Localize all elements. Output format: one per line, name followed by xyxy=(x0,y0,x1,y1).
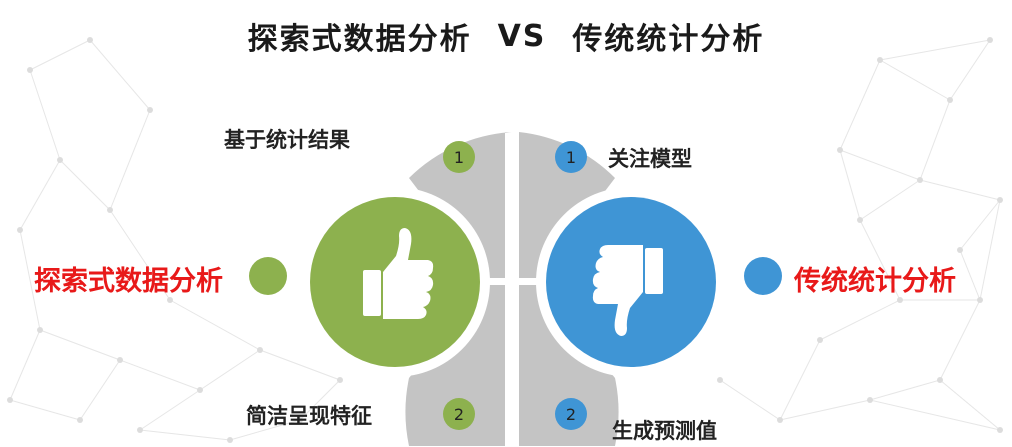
page-title: 探索式数据分析 VS 传统统计分析 xyxy=(0,14,1012,58)
left-side-dot xyxy=(249,257,287,295)
quadrant-bottom-left xyxy=(405,285,505,446)
left-badge-1: 1 xyxy=(443,141,475,173)
left-badge-1-number: 1 xyxy=(454,148,464,167)
left-badge-2: 2 xyxy=(443,398,475,430)
thumbs-up-icon xyxy=(363,228,434,319)
quadrant-bottom-right xyxy=(519,285,619,446)
quadrant-top-left xyxy=(409,132,512,278)
right-badge-1: 1 xyxy=(555,141,587,173)
right-side-dot xyxy=(744,257,782,295)
title-left: 探索式数据分析 xyxy=(247,22,472,57)
right-point-1-label: 关注模型 xyxy=(608,147,692,171)
title-vs: VS xyxy=(497,18,547,54)
left-method-label: 探索式数据分析 xyxy=(34,266,223,297)
right-badge-2: 2 xyxy=(555,398,587,430)
title-right: 传统统计分析 xyxy=(572,22,765,57)
left-point-2-label: 简洁呈现特征 xyxy=(246,404,372,428)
right-badge-2-number: 2 xyxy=(566,405,576,424)
right-method-label: 传统统计分析 xyxy=(794,266,956,297)
quadrant-top-right xyxy=(519,132,615,278)
right-point-2-label: 生成预测值 xyxy=(612,419,717,443)
left-badge-2-number: 2 xyxy=(454,405,464,424)
left-point-1-label: 基于统计结果 xyxy=(224,128,350,152)
right-badge-1-number: 1 xyxy=(566,148,576,167)
thumbs-down-icon xyxy=(592,245,663,336)
